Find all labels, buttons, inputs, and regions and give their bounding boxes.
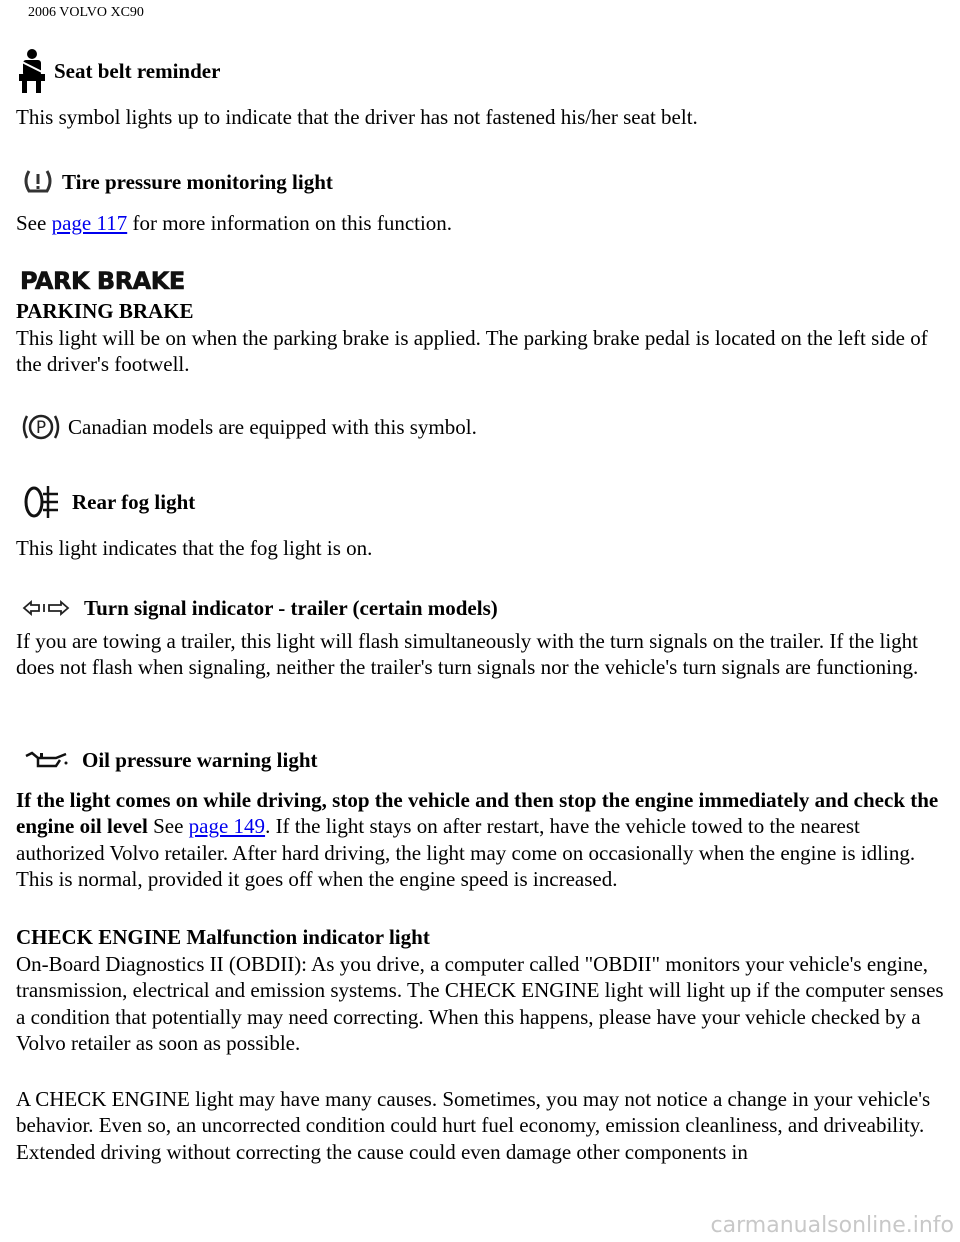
parking-brake-text: This light will be on when the parking b… — [16, 326, 928, 377]
tire-text: See page 117 for more information on thi… — [16, 210, 944, 236]
page-149-link[interactable]: page 149 — [188, 814, 266, 839]
fog-heading: Rear fog light — [72, 489, 196, 514]
oil-text-post: . If the light stays on after restart, h… — [16, 814, 916, 891]
fog-heading-row: Rear fog light — [22, 483, 950, 521]
oil-heading: Oil pressure warning light — [82, 748, 318, 772]
oil-warning-bold: If the light comes on while driving, sto… — [16, 788, 939, 839]
watermark: carmanualsonline.info — [710, 1213, 954, 1238]
seatbelt-heading-row: Seat belt reminder — [16, 48, 944, 94]
turn-text: If you are towing a trailer, this light … — [16, 629, 919, 680]
seatbelt-heading: Seat belt reminder — [54, 58, 221, 83]
turn-heading: Turn signal indicator - trailer (certain… — [84, 596, 498, 620]
tire-heading-row: Tire pressure monitoring light — [22, 168, 950, 196]
tire-text-post: for more information on this function. — [127, 211, 453, 235]
tire-pressure-icon — [22, 168, 54, 196]
page-117-link[interactable]: page 117 — [51, 211, 128, 235]
check-engine-text-2: A CHECK ENGINE light may have many cause… — [16, 1087, 931, 1164]
oil-pressure-icon — [24, 750, 68, 770]
tire-text-pre: See — [16, 211, 52, 235]
oil-text: If the light comes on while driving, sto… — [16, 787, 944, 892]
canadian-row: P Canadian models are equipped with this… — [20, 410, 948, 444]
turn-heading-row: Turn signal indicator - trailer (certain… — [22, 595, 950, 621]
trailer-turn-signal-icon — [22, 599, 70, 617]
oil-text-pre: See — [147, 814, 189, 839]
seatbelt-text: This symbol lights up to indicate that t… — [16, 105, 698, 129]
parking-brake-heading: PARKING BRAKE — [16, 299, 194, 323]
park-brake-badge: PARK BRAKE — [20, 267, 186, 295]
document-title: 2006 VOLVO XC90 — [28, 5, 144, 20]
rear-fog-light-icon — [22, 483, 62, 521]
check-engine-text-1: On-Board Diagnostics II (OBDII): As you … — [16, 952, 944, 1055]
tire-heading: Tire pressure monitoring light — [62, 169, 333, 194]
check-engine-heading: CHECK ENGINE Malfunction indicator light — [16, 925, 430, 949]
canadian-text: Canadian models are equipped with this s… — [68, 414, 477, 439]
parking-brake-p-icon: P — [20, 410, 62, 444]
seatbelt-icon — [16, 48, 48, 94]
svg-text:P: P — [36, 418, 46, 438]
fog-text: This light indicates that the fog light … — [16, 536, 373, 560]
oil-heading-row: Oil pressure warning light — [24, 747, 952, 773]
